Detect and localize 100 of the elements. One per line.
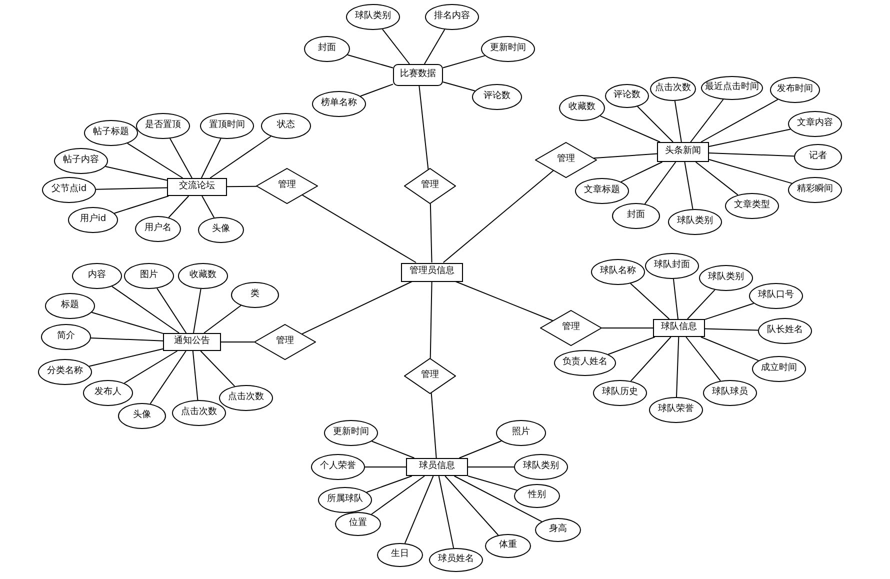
attribute-ellipse: 球队荣誉 (649, 397, 703, 423)
attribute-ellipse: 生日 (377, 543, 423, 567)
connector-line (204, 305, 242, 334)
attribute-ellipse: 文章内容 (788, 111, 842, 137)
connector-line (630, 336, 672, 382)
connector-line (366, 476, 412, 493)
attribute-ellipse: 图片 (124, 263, 174, 289)
connector-line (468, 466, 514, 468)
attribute-ellipse: 简介 (41, 324, 91, 350)
connector-line (708, 128, 791, 147)
attribute-ellipse: 帖子标题 (84, 120, 138, 146)
attribute-ellipse: 球队名称 (591, 259, 645, 285)
entity-box: 通知公告 (163, 333, 221, 351)
connector-line (442, 81, 476, 92)
connector-line (193, 288, 202, 334)
connector-line (630, 283, 670, 320)
relationship-diamond: 管理 (535, 142, 597, 178)
connector-line (200, 138, 222, 178)
attribute-ellipse: 封面 (612, 203, 660, 229)
connector-line (442, 55, 486, 68)
attribute-ellipse: 收藏数 (178, 263, 228, 289)
attribute-ellipse: 更新时间 (481, 36, 535, 62)
attribute-ellipse: 位置 (335, 512, 381, 536)
connector-line (672, 278, 678, 320)
connector-line (600, 115, 661, 142)
attribute-ellipse: 榜单名称 (312, 91, 366, 117)
attribute-ellipse: 成立时间 (752, 356, 806, 382)
attribute-ellipse: 帖子内容 (54, 148, 108, 174)
attribute-ellipse: 性别 (514, 484, 560, 508)
connector-line (438, 476, 454, 549)
connector-line (454, 476, 542, 522)
attribute-ellipse: 个人荣誉 (311, 454, 365, 480)
connector-line (690, 99, 724, 142)
connector-line (704, 302, 754, 320)
connector-line (91, 312, 164, 334)
connector-line (684, 162, 694, 210)
entity-box: 球员信息 (406, 458, 468, 476)
attribute-ellipse: 更新时间 (324, 420, 378, 446)
attribute-ellipse: 所属球队 (318, 487, 372, 513)
attribute-ellipse: 分类名称 (38, 359, 92, 385)
connector-line (686, 336, 721, 382)
entity-box: 头条新闻 (657, 142, 709, 162)
attribute-ellipse: 排名内容 (425, 4, 479, 30)
connector-line (430, 392, 437, 458)
connector-line (458, 440, 502, 458)
connector-line (468, 476, 518, 491)
connector-line (170, 138, 192, 178)
connector-line (114, 196, 170, 214)
connector-line (364, 466, 406, 468)
connector-line (637, 106, 674, 142)
attribute-ellipse: 状态 (261, 113, 311, 139)
attribute-ellipse: 评论数 (472, 84, 522, 110)
connector-line (424, 29, 446, 64)
attribute-ellipse: 队长姓名 (758, 318, 812, 344)
connector-line (150, 350, 186, 404)
entity-box: 管理员信息 (401, 262, 463, 282)
connector-line (608, 336, 656, 355)
attribute-ellipse: 头像 (118, 403, 166, 429)
connector-line (695, 162, 738, 196)
attribute-ellipse: 最近点击时间 (701, 76, 763, 100)
connector-line (700, 336, 759, 362)
attribute-ellipse: 发布时间 (770, 77, 820, 103)
connector-line (104, 166, 168, 181)
connector-line (95, 187, 168, 190)
connector-line (382, 28, 410, 64)
attribute-ellipse: 球队球员 (703, 380, 757, 406)
entity-box: 球队信息 (653, 319, 705, 337)
connector-line (302, 281, 413, 334)
attribute-ellipse: 是否置顶 (136, 113, 190, 139)
attribute-ellipse: 球队口号 (749, 283, 803, 309)
connector-line (124, 350, 178, 384)
attribute-ellipse: 球队类别 (346, 4, 400, 30)
connector-line (708, 158, 792, 184)
attribute-ellipse: 点击次数 (219, 385, 273, 411)
entity-box: 比赛数据 (393, 64, 443, 86)
relationship-diamond: 管理 (404, 358, 456, 394)
attribute-ellipse: 文章类型 (725, 193, 779, 219)
attribute-ellipse: 点击次数 (650, 77, 696, 101)
connector-line (156, 288, 187, 334)
attribute-ellipse: 记者 (794, 144, 842, 170)
connector-line (360, 84, 394, 97)
attribute-ellipse: 评论数 (605, 84, 649, 108)
entity-box: 交流论坛 (167, 178, 227, 196)
connector-line (700, 98, 778, 142)
connector-line (226, 186, 258, 188)
connector-line (111, 286, 180, 334)
connector-line (168, 196, 190, 218)
connector-line (676, 336, 680, 398)
relationship-diamond: 管理 (254, 324, 316, 360)
connector-line (90, 338, 164, 342)
connector-line (371, 440, 415, 458)
connector-line (418, 86, 429, 170)
attribute-ellipse: 用户id (68, 207, 118, 233)
relationship-diamond: 管理 (404, 168, 456, 204)
connector-line (404, 476, 434, 544)
connector-line (210, 136, 272, 178)
attribute-ellipse: 发布人 (83, 380, 133, 406)
connector-line (370, 476, 426, 515)
connector-line (620, 162, 663, 182)
connector-line (126, 142, 184, 178)
